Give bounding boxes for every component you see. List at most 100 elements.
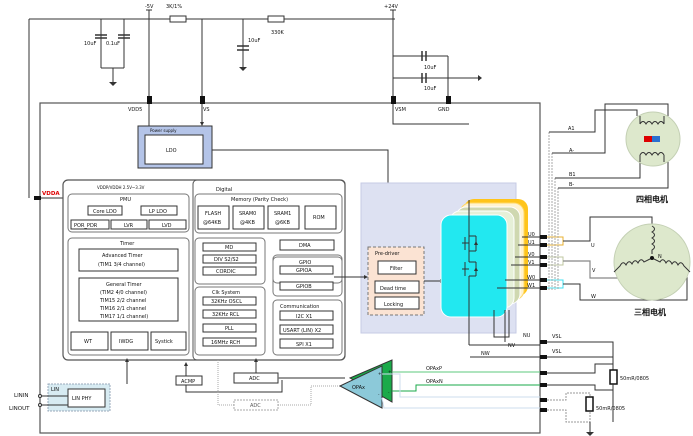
pin-gnd: [446, 96, 451, 104]
pin-vs-label: VS: [203, 107, 210, 113]
resistor-330k: [267, 15, 285, 23]
pmu-item: LVD: [162, 223, 172, 229]
predriver-item: Dead time: [380, 286, 406, 292]
vsl-label: VSL: [552, 349, 562, 355]
pin-u0-label: U0: [528, 232, 535, 238]
general-timer-line: TIM17 1/1 channel): [99, 314, 148, 320]
timer-title: Timer: [119, 241, 135, 247]
ground-icon: [478, 75, 482, 81]
motor-wire-u: U: [591, 243, 595, 249]
clk-item: PLL: [225, 326, 234, 332]
predriver-item: Filter: [390, 266, 403, 272]
cap-label: 10uF: [84, 41, 97, 47]
power-rail: 10uF 0.1uF -5V 3K/1% 10uF 330K +24V 10uF…: [28, 4, 482, 198]
shunt-1-label: 50mR/0805: [620, 376, 649, 382]
supply-label: VDDP/VDDH 2.5V~3.3V: [97, 185, 145, 190]
advanced-timer-title: Advanced Timer: [102, 253, 144, 259]
neutral-label: N: [658, 254, 662, 260]
pos24v-label: +24V: [384, 4, 399, 10]
timer-bottom-item: IWDG: [119, 339, 133, 345]
four-phase-motor-label: 四相电机: [636, 194, 668, 204]
lin-phy-label: LIN PHY: [72, 396, 92, 402]
three-phase-motor-label: 三相电机: [634, 307, 666, 317]
pin-vdda: [34, 196, 41, 200]
opaon-label: OPAxN: [426, 379, 443, 385]
shunt-resistor-2: [585, 396, 594, 412]
motor-wire-v: V: [592, 268, 596, 274]
analog-section: ACMP ADC ADC OPAx + - + - OPAxP OPAxN: [125, 358, 540, 411]
motor-wire-w: W: [591, 294, 596, 300]
timer-bottom-item: Systick: [155, 339, 173, 345]
memory-item: @64KB: [203, 220, 222, 226]
shunt-resistor-1: [609, 369, 618, 385]
pin-vdda-label: VDDA: [42, 191, 60, 197]
comm-title: Communication: [280, 304, 319, 310]
pmu-group: PMU Core LDO LP LDO POR_PDR LVR LVD: [67, 193, 190, 233]
linin-label: LININ: [14, 393, 29, 399]
adc-label: ADC: [249, 376, 260, 382]
general-timer-line: TIM16 2/1 channel: [99, 306, 146, 312]
predriver-item: Locking: [384, 302, 403, 308]
four-phase-motor: 四相电机: [549, 103, 681, 204]
digital-subgroups: GPIOB Clk System 32KHz OSCL 32KHz RCL PL…: [194, 254, 343, 356]
opaop-label: OPAxP: [426, 366, 442, 372]
pin-gnd-label: GND: [438, 107, 450, 113]
comm-item: SPI X1: [296, 342, 312, 348]
neg5v-label: -5V: [145, 4, 154, 10]
bridge-stack: [440, 199, 540, 345]
adc-label-2: ADC: [250, 403, 261, 409]
pin-w1-label: W1: [527, 283, 535, 289]
ground-icon: [109, 82, 117, 86]
shunt-2-label: 50mR/0805: [596, 406, 625, 412]
math-item: MD: [225, 245, 233, 251]
pmu-item: Core LDO: [93, 209, 117, 215]
pin-vs: [200, 96, 205, 104]
cap-label: 0.1uF: [106, 41, 120, 47]
cap-label: 10uF: [248, 38, 261, 44]
svg-text:-: -: [378, 392, 380, 397]
math-item: CORDIC: [216, 269, 236, 275]
memory-item: SRAM1: [274, 211, 291, 217]
nw-label: NW: [481, 351, 490, 357]
pin-vdd5: [147, 96, 152, 104]
memory-item: ROM: [313, 215, 325, 221]
comm-item: I2C X1: [296, 314, 312, 320]
pmu-item: LVR: [124, 223, 134, 229]
pin-v0-label: V0: [528, 252, 535, 258]
res2-label: 330K: [271, 30, 285, 36]
pin-vsm-label: VSM: [395, 107, 406, 113]
linout-label: LINOUT: [9, 406, 30, 412]
digital-group: Digital Memory (Parity Check) FLASH @64K…: [192, 179, 346, 361]
pin-vdd5-label: VDD5: [128, 107, 142, 113]
pin-vsm: [391, 96, 396, 104]
res1-label: 3K/1%: [166, 4, 182, 10]
chip-outline: [39, 102, 541, 434]
pmu-item: LP LDO: [149, 209, 167, 215]
gpio-item: GPIOA: [296, 268, 312, 274]
memory-title: Memory (Parity Check): [231, 197, 288, 203]
acmp-label: ACMP: [181, 379, 195, 385]
gpio-title: GPIO: [299, 260, 311, 266]
motor-wire-b-: B-: [569, 182, 574, 188]
memory-item: @6KB: [275, 220, 290, 226]
memory-item: SRAM0: [239, 211, 256, 217]
svg-text:+: +: [378, 371, 381, 376]
lin-section: LIN LIN PHY LININ LINOUT: [9, 383, 111, 412]
three-phase-motor: N 三相电机: [613, 223, 691, 317]
nv-label: NV: [508, 343, 516, 349]
magnet-n-icon: [644, 136, 652, 142]
motor-wire-a-: A-: [569, 148, 574, 154]
timer-bottom-item: WT: [84, 339, 93, 345]
gpio-item: GPIOB: [296, 284, 312, 290]
pin-w0-label: W0: [527, 275, 535, 281]
clk-title: Clk System: [212, 290, 240, 296]
svg-text:+: +: [388, 369, 391, 374]
cap-label: 10uF: [424, 86, 437, 92]
opa-label: OPAx: [352, 385, 365, 391]
pin-v1-label: V1: [528, 260, 535, 266]
motor-wire-b1: B1: [569, 172, 576, 178]
clk-item: 16MHz RCH: [211, 340, 240, 346]
nu-label: NU: [523, 333, 531, 339]
timer-group: Timer Advanced Timer (TIM1 3/4 channel) …: [67, 237, 190, 356]
